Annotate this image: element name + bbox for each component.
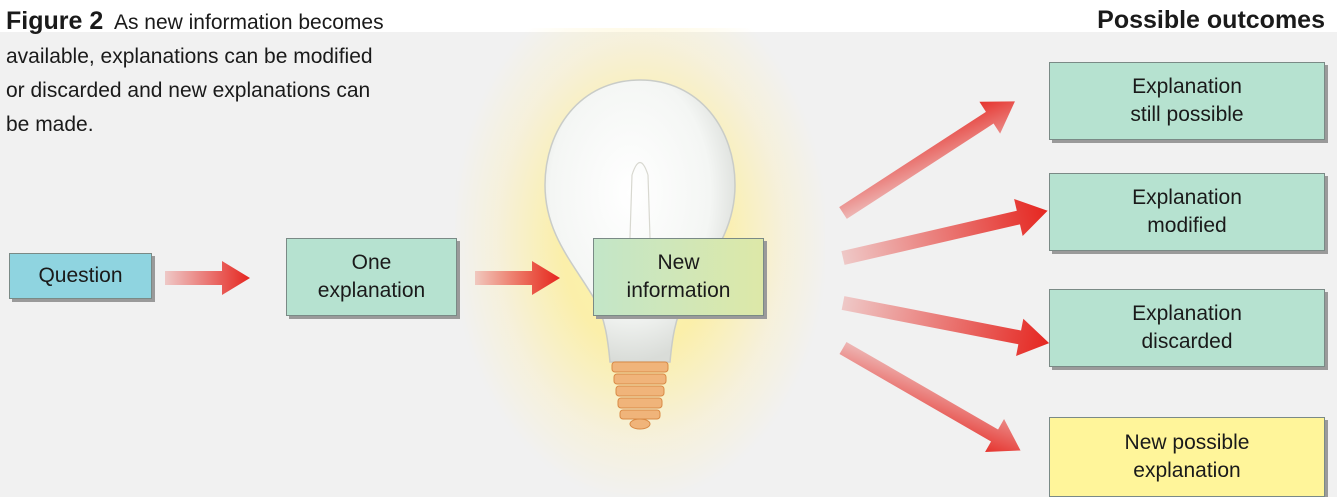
arrow-to-modified <box>841 198 1048 265</box>
figure-caption: Figure 2 As new information becomes avai… <box>6 4 386 142</box>
question-label: Question <box>38 264 123 287</box>
one-explanation-label: One explanation <box>317 251 426 302</box>
outcome-new-possible-explanation-label: New possible explanation <box>1124 431 1250 482</box>
possible-outcomes-title: Possible outcomes <box>1097 6 1325 34</box>
arrow-to-still-possible <box>839 101 1015 219</box>
arrow-to-new-possible-explanation <box>839 341 1021 452</box>
outcome-still-possible-label: Explanation still possible <box>1130 75 1244 126</box>
outcome-discarded-label: Explanation discarded <box>1132 302 1242 353</box>
outcome-modified-box: Explanation modified <box>1049 173 1325 251</box>
arrow-question-to-explanation <box>165 261 250 295</box>
outcome-modified-label: Explanation modified <box>1132 186 1242 237</box>
question-box: Question <box>9 253 152 299</box>
one-explanation-box: One explanation <box>286 238 457 316</box>
arrow-explanation-to-new-information <box>475 261 560 295</box>
new-information-label: New information <box>626 251 731 302</box>
figure-caption-text: As new information becomes available, ex… <box>6 11 384 136</box>
outcome-discarded-box: Explanation discarded <box>1049 289 1325 367</box>
arrow-to-discarded <box>841 296 1050 356</box>
outcome-still-possible-box: Explanation still possible <box>1049 62 1325 140</box>
figure-label: Figure 2 <box>6 7 104 35</box>
outcome-new-possible-explanation-box: New possible explanation <box>1049 417 1325 497</box>
new-information-box: New information <box>593 238 764 316</box>
